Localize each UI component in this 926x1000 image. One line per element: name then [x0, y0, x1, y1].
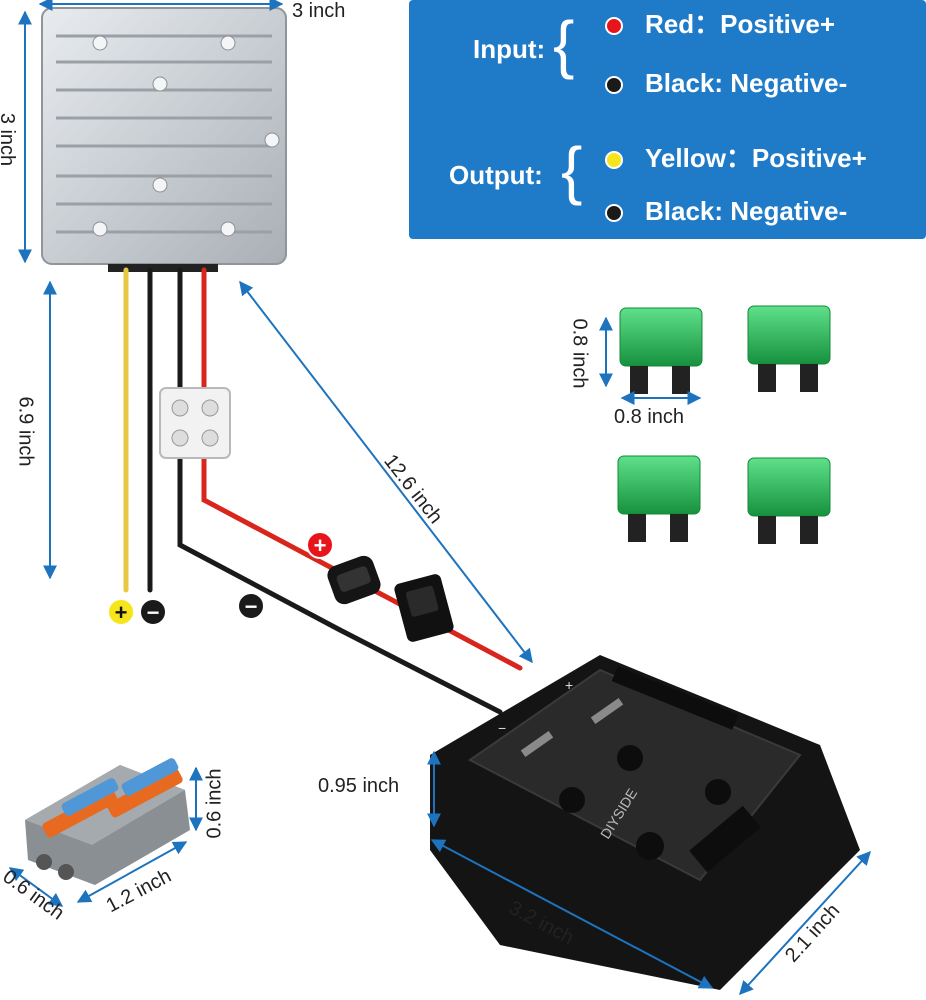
- legend-row-yellow-text: Yellow：Positive+: [645, 143, 867, 173]
- black-minus-symbol: −: [147, 600, 160, 625]
- output-label: Output:: [449, 160, 543, 190]
- wire-length-label: 6.9 inch: [14, 396, 37, 467]
- black-dot-icon: [605, 204, 623, 223]
- legend-row-black-output-text: Black: Negative-: [645, 196, 848, 226]
- fuse-width-label: 0.8 inch: [614, 406, 685, 428]
- legend-row-black-output: Black: Negative-: [605, 196, 847, 227]
- fuse-height-label: 0.8 inch: [568, 318, 591, 389]
- fuse-2: [747, 305, 831, 392]
- yellow-plus-symbol: +: [115, 600, 128, 625]
- terminal-block: [159, 387, 231, 459]
- legend-row-black-input: Black: Negative-: [605, 68, 847, 99]
- cable-minus-symbol: −: [245, 594, 258, 619]
- output-brace: {: [561, 134, 583, 206]
- wire-color-legend: Input: { Red：Positive+ Black: Negative- …: [409, 0, 926, 239]
- fuse-holder: [394, 574, 454, 642]
- cable-plus-symbol: +: [314, 533, 327, 558]
- lever-wire-connector: [25, 758, 190, 885]
- rocker-switch: [327, 555, 381, 605]
- input-brace: {: [553, 8, 575, 80]
- converter-wires: [123, 267, 523, 715]
- adapter-height-label: 0.95 inch: [318, 775, 400, 797]
- legend-row-red-text: Red：Positive+: [645, 9, 836, 39]
- legend-row-black-input-text: Black: Negative-: [645, 68, 848, 98]
- svg-text:+: +: [565, 677, 573, 693]
- connector-height-label: 0.6 inch: [203, 768, 226, 839]
- red-dot-icon: [605, 17, 623, 36]
- input-label: Input:: [473, 34, 546, 64]
- converter-width-label: 3 inch: [292, 0, 346, 22]
- converter-heatsink: [41, 7, 287, 272]
- yellow-dot-icon: [605, 151, 623, 170]
- fuse-4: [747, 457, 831, 544]
- converter-height-label: 3 inch: [0, 113, 19, 167]
- dimension-lines: [8, 0, 871, 996]
- legend-row-red: Red：Positive+: [605, 4, 835, 41]
- blade-fuses: [617, 305, 831, 544]
- fuse-1: [619, 307, 703, 394]
- black-dot-icon: [605, 76, 623, 95]
- fuse-3: [617, 455, 701, 542]
- svg-text:−: −: [498, 720, 506, 736]
- legend-row-yellow: Yellow：Positive+: [605, 138, 867, 175]
